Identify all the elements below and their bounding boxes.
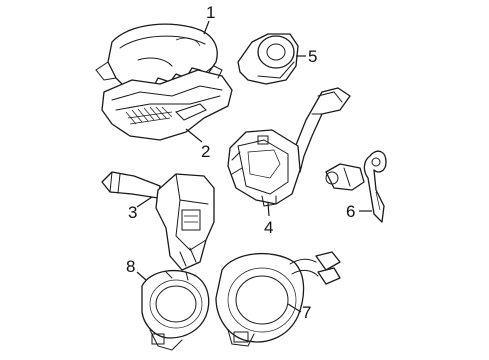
callout-2: 2 [201, 142, 210, 161]
callout-1: 1 [206, 3, 215, 22]
lock-cylinder [325, 163, 365, 191]
callout-6: 6 [346, 202, 355, 221]
spiral-cable [215, 251, 341, 347]
callout-3: 3 [128, 203, 137, 222]
callout-7: 7 [302, 303, 311, 322]
callout-4: 4 [264, 218, 273, 237]
leader-lines [136, 20, 372, 313]
lower-column-cover [101, 65, 233, 141]
ignition-key [363, 150, 387, 223]
callout-5: 5 [308, 47, 317, 66]
callout-8: 8 [126, 257, 135, 276]
turn-signal-switch [101, 171, 215, 271]
combination-switch-assembly [227, 87, 351, 207]
clock-spring-small [141, 269, 210, 351]
key-cylinder-ring [237, 33, 299, 85]
